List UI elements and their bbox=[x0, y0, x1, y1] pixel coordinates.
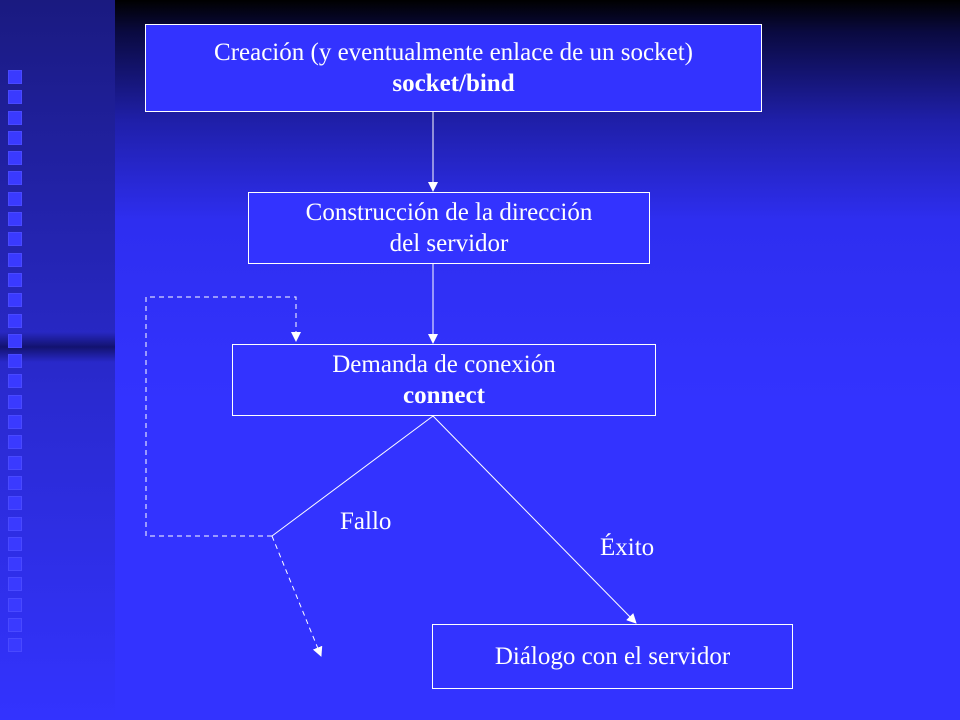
node-server-address-line1: Construcción de la dirección bbox=[305, 199, 593, 226]
decorative-square bbox=[8, 252, 22, 267]
edge-label-success: Éxito bbox=[600, 534, 655, 561]
node-server-address: Construcción de la dirección del servido… bbox=[248, 192, 650, 264]
decorative-square bbox=[8, 455, 22, 470]
decorative-square bbox=[8, 70, 22, 84]
decorative-square bbox=[8, 638, 22, 653]
decorative-square bbox=[8, 557, 22, 572]
decorative-square bbox=[8, 496, 22, 511]
decorative-square bbox=[8, 313, 22, 328]
node-server-dialog-text: Diálogo con el servidor bbox=[494, 643, 731, 670]
decorative-square bbox=[8, 293, 22, 308]
decorative-square bbox=[8, 354, 22, 369]
decorative-square bbox=[8, 90, 22, 105]
decorative-square bbox=[8, 333, 22, 348]
decorative-square bbox=[8, 374, 22, 389]
decorative-square bbox=[8, 151, 22, 166]
edge-label-fail: Fallo bbox=[340, 508, 392, 535]
decorative-square bbox=[8, 272, 22, 287]
decorative-square bbox=[8, 232, 22, 247]
line-connect-to-fail-point bbox=[271, 415, 434, 537]
node-server-dialog: Diálogo con el servidor bbox=[432, 624, 793, 689]
decorative-square bbox=[8, 130, 22, 145]
node-connection-request-text: Demanda de conexión bbox=[332, 351, 556, 378]
node-socket-creation: Creación (y eventualmente enlace de un s… bbox=[145, 24, 762, 112]
node-connection-request: Demanda de conexión connect bbox=[232, 344, 656, 416]
node-socket-creation-call: socket/bind bbox=[392, 70, 515, 97]
decorative-square bbox=[8, 212, 22, 227]
decorative-square bbox=[8, 577, 22, 592]
decorative-square-column bbox=[8, 70, 30, 659]
decorative-square bbox=[8, 110, 22, 125]
node-socket-creation-text: Creación (y eventualmente enlace de un s… bbox=[214, 39, 693, 66]
decorative-square bbox=[8, 191, 22, 206]
decorative-square bbox=[8, 435, 22, 450]
node-server-address-line2: del servidor bbox=[389, 230, 509, 257]
decorative-square bbox=[8, 516, 22, 531]
node-connection-request-call: connect bbox=[403, 382, 485, 409]
decorative-square bbox=[8, 171, 22, 186]
arrow-connect-to-dialog bbox=[432, 415, 637, 624]
decorative-square bbox=[8, 597, 22, 612]
decorative-square bbox=[8, 475, 22, 490]
decorative-square bbox=[8, 536, 22, 551]
dashed-retry-loop bbox=[145, 296, 301, 537]
decorative-square bbox=[8, 394, 22, 409]
decorative-square bbox=[8, 618, 22, 633]
decorative-square bbox=[8, 415, 22, 430]
dashed-fail-exit-arrow bbox=[271, 535, 323, 657]
